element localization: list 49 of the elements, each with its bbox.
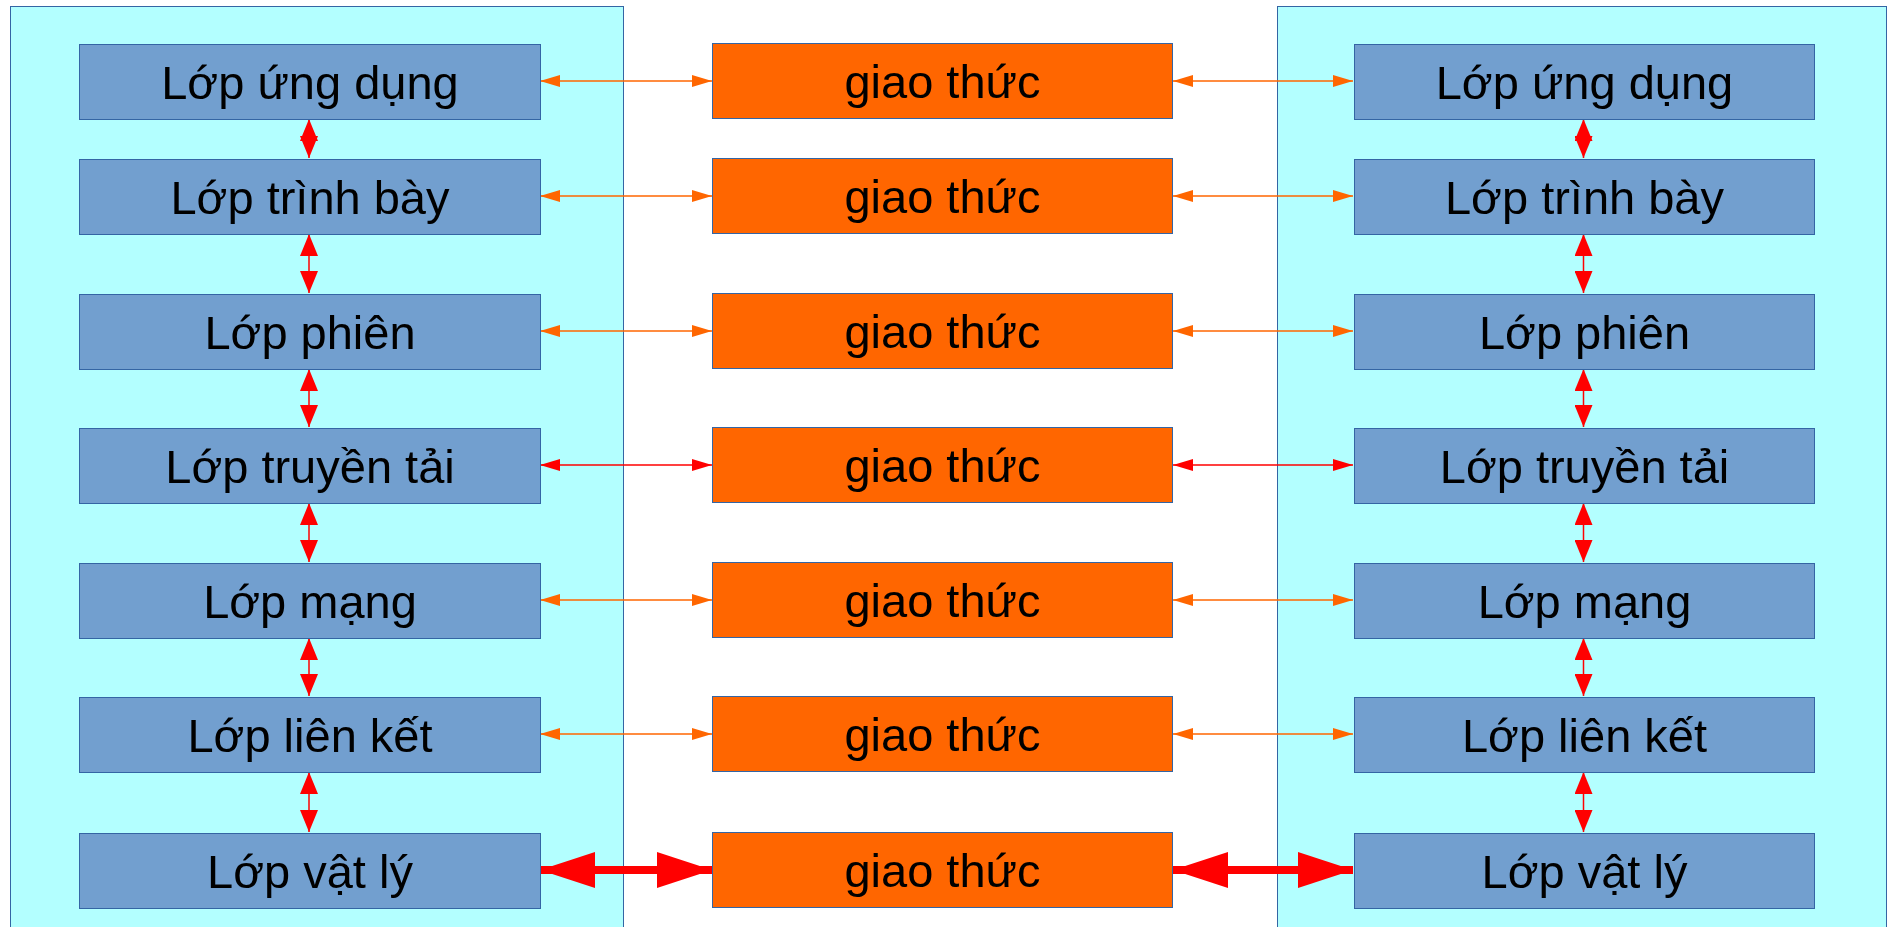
double-arrow — [1574, 233, 1593, 294]
layer-box — [1354, 159, 1815, 235]
double-arrow — [539, 190, 713, 202]
double-arrow — [1172, 459, 1354, 471]
double-arrow — [300, 771, 318, 833]
protocol-box — [712, 293, 1173, 369]
double-arrow — [300, 233, 318, 294]
protocol-box — [712, 832, 1173, 908]
double-arrow — [1574, 368, 1593, 428]
layer-box — [1354, 428, 1815, 504]
double-arrow — [300, 502, 318, 563]
double-arrow — [1173, 852, 1353, 888]
double-arrow — [540, 852, 712, 888]
double-arrow — [1574, 637, 1593, 697]
double-arrow — [1172, 728, 1354, 740]
layer-box — [79, 44, 541, 120]
layer-box — [79, 563, 541, 639]
double-arrow — [300, 637, 318, 697]
layer-box — [79, 294, 541, 370]
double-arrow — [1172, 594, 1354, 606]
double-arrow — [1172, 325, 1354, 337]
layer-box — [79, 159, 541, 235]
layer-box — [1354, 294, 1815, 370]
protocol-box — [712, 427, 1173, 503]
double-arrow — [300, 368, 318, 428]
double-arrow — [1172, 190, 1354, 202]
double-arrow — [1172, 75, 1354, 87]
host-panel — [10, 6, 624, 927]
protocol-box — [712, 562, 1173, 638]
double-arrow — [1574, 118, 1593, 159]
protocol-box — [712, 43, 1173, 119]
layer-box — [79, 428, 541, 504]
double-arrow — [300, 118, 318, 159]
host-panel — [1277, 6, 1887, 927]
protocol-box — [712, 158, 1173, 234]
layer-box — [1354, 833, 1815, 909]
double-arrow — [539, 728, 713, 740]
layer-box — [1354, 44, 1815, 120]
double-arrow — [539, 75, 713, 87]
layer-box — [1354, 563, 1815, 639]
protocol-box — [712, 696, 1173, 772]
double-arrow — [1574, 502, 1593, 563]
layer-box — [1354, 697, 1815, 773]
layer-box — [79, 697, 541, 773]
double-arrow — [1574, 771, 1593, 833]
double-arrow — [539, 459, 713, 471]
double-arrow — [539, 594, 713, 606]
layer-box — [79, 833, 541, 909]
double-arrow — [539, 325, 713, 337]
